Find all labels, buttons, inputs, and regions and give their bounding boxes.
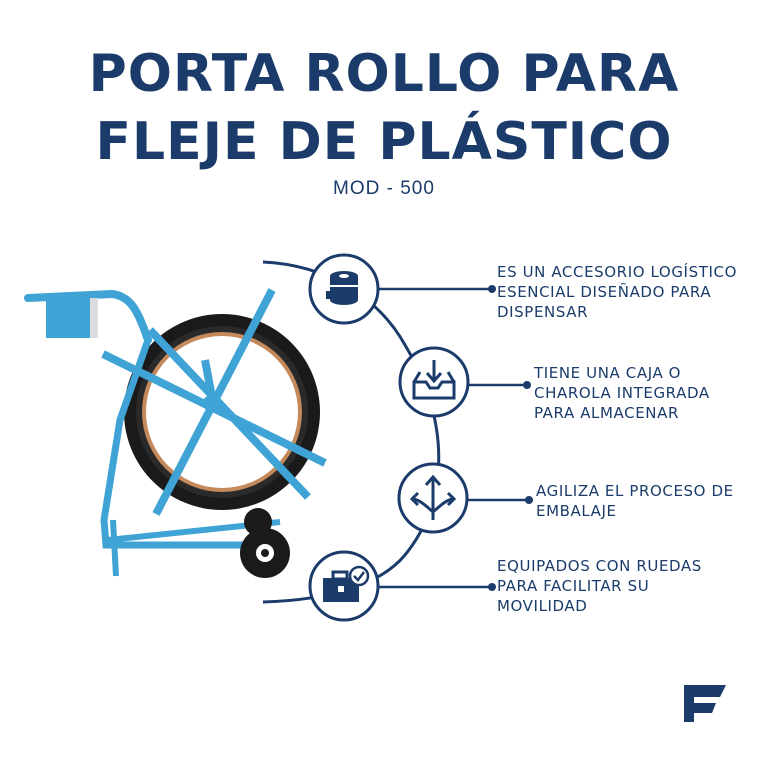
feature-1-line-3: DISPENSAR bbox=[497, 303, 589, 321]
feature-1-line-1: ES UN ACCESORIO LOGÍSTICO bbox=[497, 263, 737, 281]
feature-2-line-2: CHAROLA INTEGRADA bbox=[534, 384, 710, 402]
feature-4-line-3: MOVILIDAD bbox=[497, 597, 588, 615]
feature-3-line-2: EMBALAJE bbox=[536, 502, 617, 520]
feature-4-line-1: EQUIPADOS CON RUEDAS bbox=[497, 557, 702, 575]
feature-2-line-1: TIENE UNA CAJA O bbox=[534, 364, 682, 382]
feature-2-line-3: PARA ALMACENAR bbox=[534, 404, 680, 422]
page-title-line1: PORTA ROLLO PARA bbox=[88, 44, 680, 104]
briefcase-check-icon bbox=[308, 550, 380, 622]
feature-3-text: AGILIZA EL PROCESO DE EMBALAJE bbox=[536, 481, 734, 521]
connector-dot-4 bbox=[488, 583, 496, 591]
feature-3-line-1: AGILIZA EL PROCESO DE bbox=[536, 482, 734, 500]
model-label: MOD - 500 bbox=[333, 178, 435, 199]
feature-2-text: TIENE UNA CAJA O CHAROLA INTEGRADA PARA … bbox=[534, 363, 710, 423]
strapping-dispenser-cart bbox=[24, 288, 327, 578]
feature-4-line-2: PARA FACILITAR SU bbox=[497, 577, 650, 595]
connector-dot-2 bbox=[523, 381, 531, 389]
feature-1-line-2: ESENCIAL DISEÑADO PARA bbox=[497, 283, 712, 301]
feature-1-text: ES UN ACCESORIO LOGÍSTICO ESENCIAL DISEÑ… bbox=[497, 262, 737, 322]
tape-roll-icon bbox=[308, 253, 380, 325]
brand-logo bbox=[684, 685, 726, 722]
connector-dot-1 bbox=[488, 285, 496, 293]
connector-dot-3 bbox=[525, 496, 533, 504]
page-title-line2: FLEJE DE PLÁSTICO bbox=[95, 112, 673, 172]
inbox-download-icon bbox=[398, 346, 470, 418]
feature-4-text: EQUIPADOS CON RUEDAS PARA FACILITAR SU M… bbox=[497, 556, 702, 616]
split-arrows-icon bbox=[397, 462, 469, 534]
